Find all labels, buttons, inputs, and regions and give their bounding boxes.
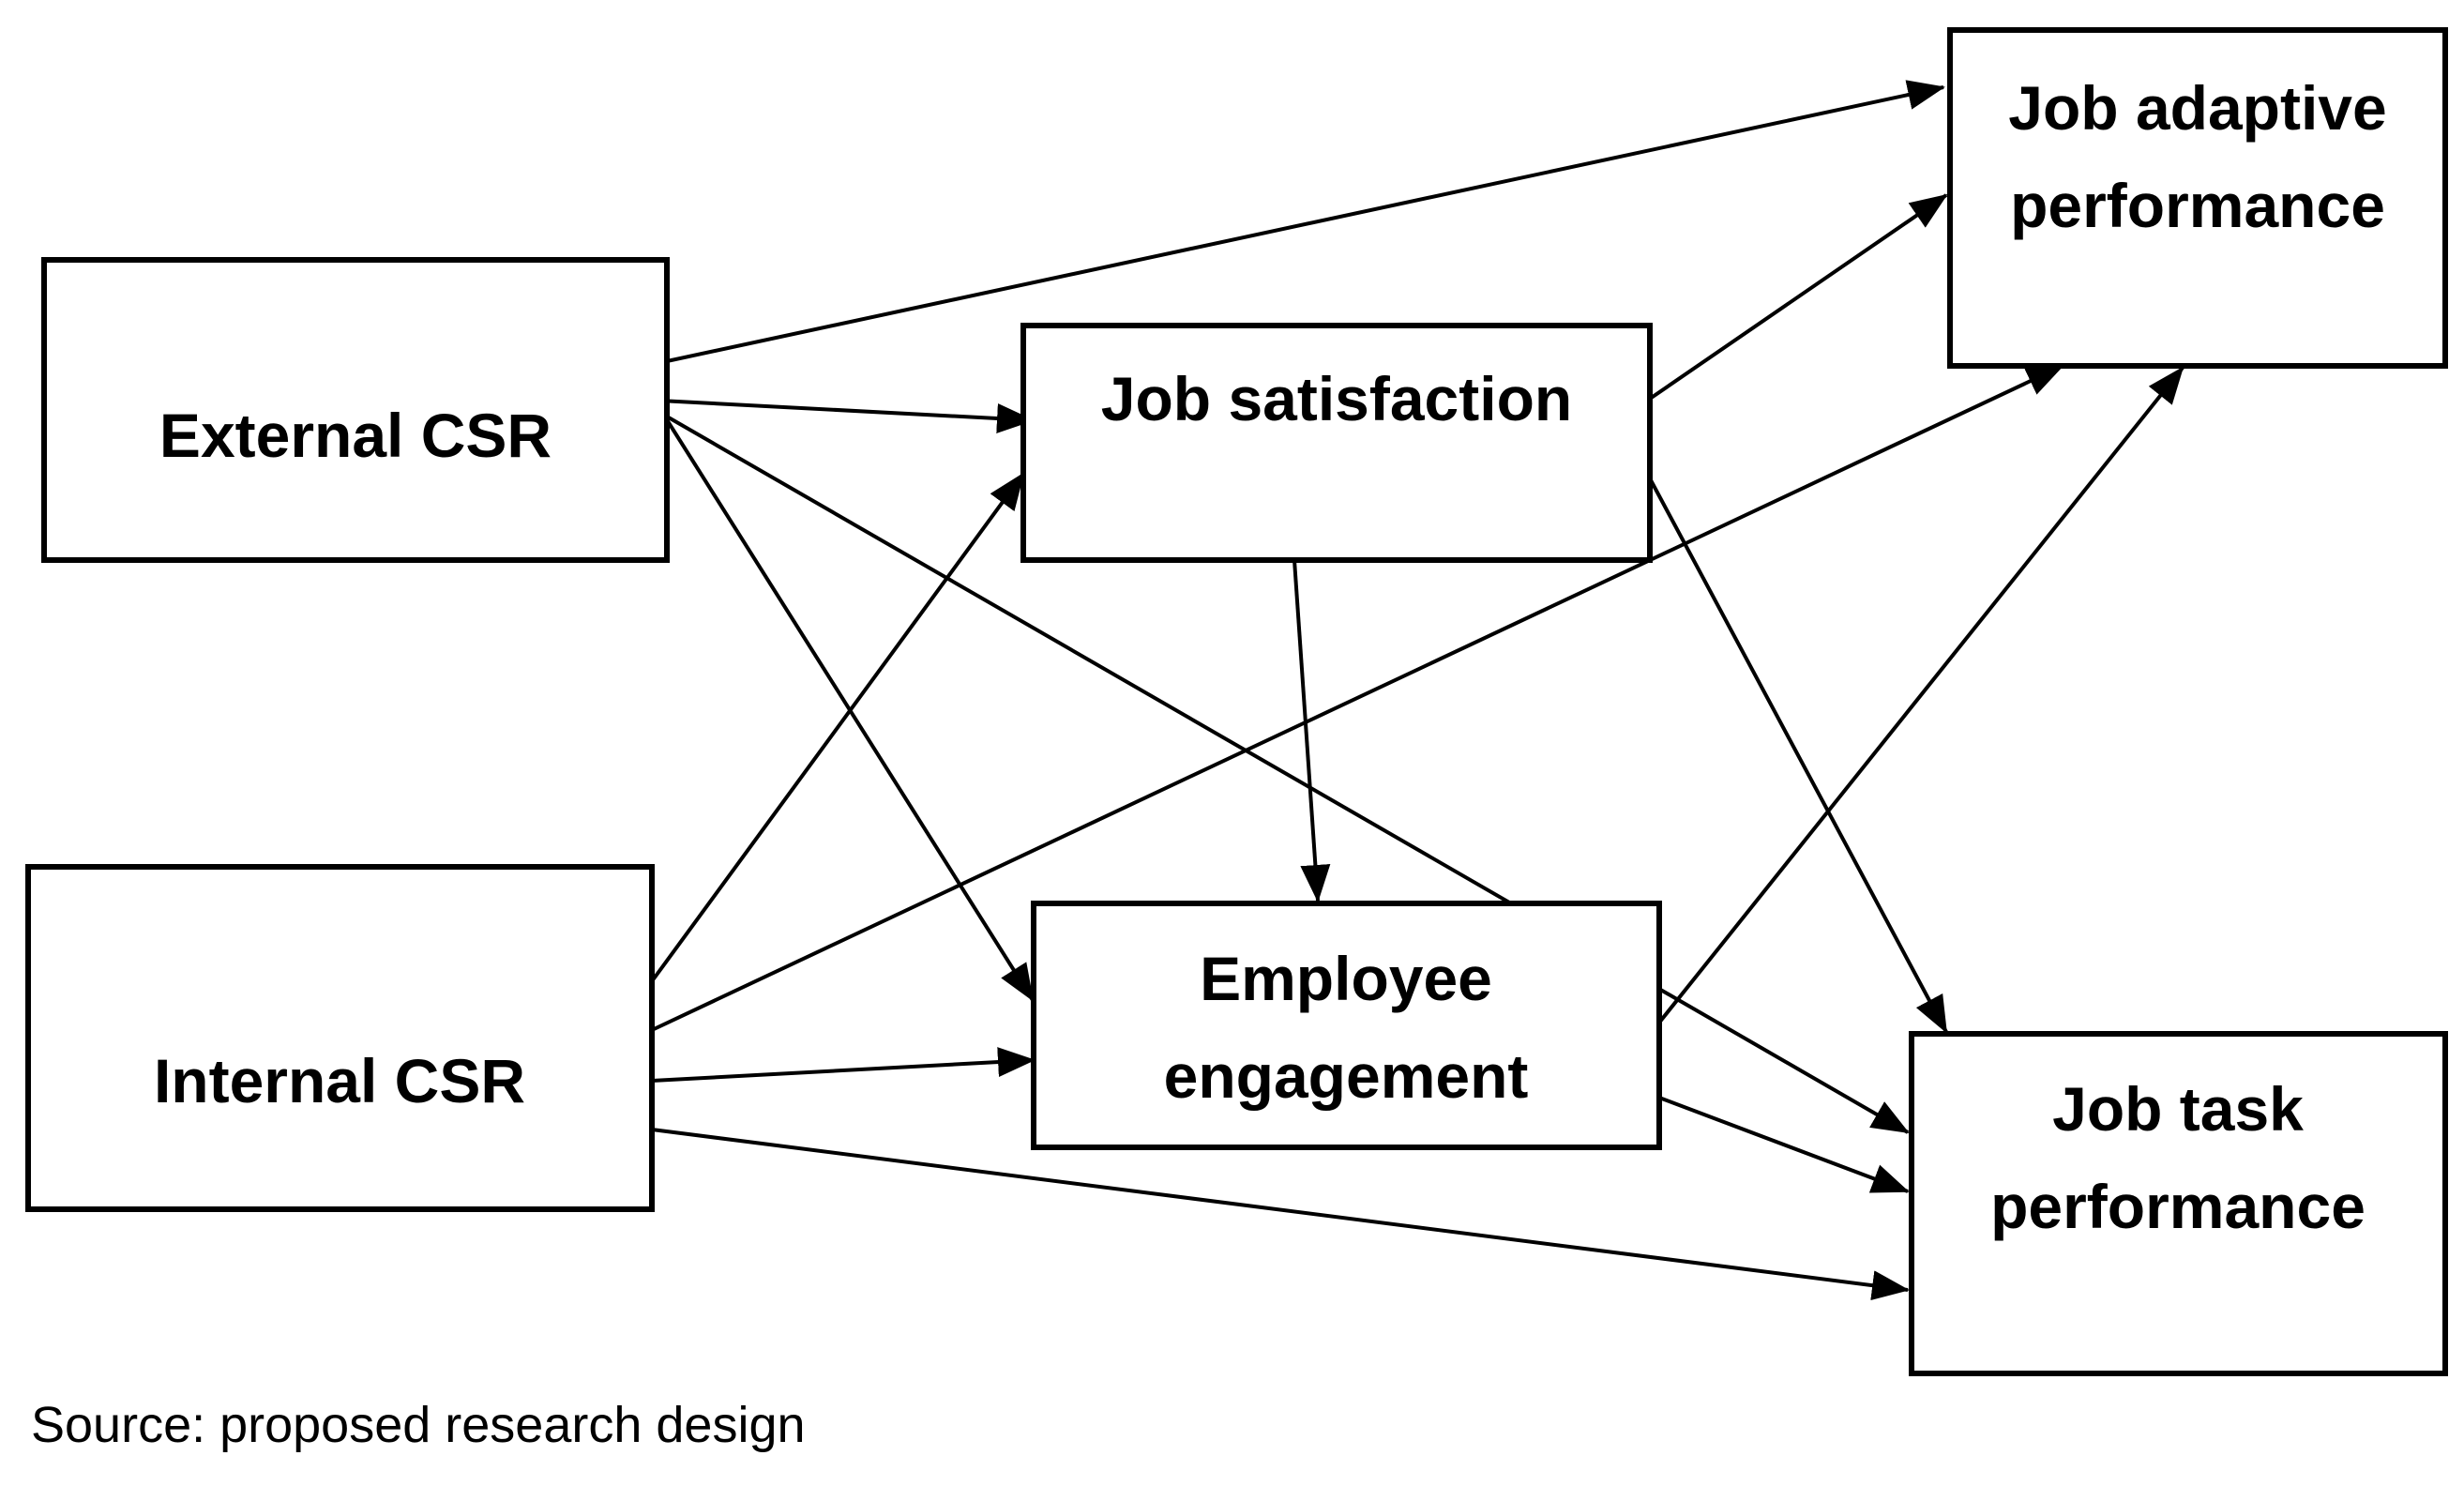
node-job-satisfaction: Job satisfaction xyxy=(1020,323,1653,563)
arrow-external-csr-to-job-task-performance xyxy=(666,415,1910,1134)
arrow-internal-csr-to-employee-engagement xyxy=(651,1047,1035,1083)
arrow-internal-csr-to-job-satisfaction xyxy=(650,472,1025,983)
node-employee-engagement: Employee engagement xyxy=(1031,901,1662,1150)
node-job-adaptive-performance: Job adaptive performance xyxy=(1947,27,2448,369)
node-external-csr-label: External CSR xyxy=(159,401,552,470)
arrow-employee-engagement-to-job-task-performance xyxy=(1658,1096,1910,1193)
node-external-csr: External CSR xyxy=(41,257,670,563)
node-employee-engagement-label-line2: engagement xyxy=(1164,1041,1529,1111)
arrow-internal-csr-to-job-adaptive-performance xyxy=(651,364,2064,1032)
arrow-external-csr-to-employee-engagement xyxy=(659,409,1035,1002)
arrow-internal-csr-to-job-task-performance xyxy=(651,1128,1910,1301)
node-internal-csr: Internal CSR xyxy=(25,864,655,1212)
node-internal-csr-label: Internal CSR xyxy=(154,1046,525,1115)
arrow-external-csr-to-job-satisfaction xyxy=(658,399,1035,433)
node-job-task-performance-label-line2: performance xyxy=(1990,1172,2366,1241)
arrow-job-satisfaction-to-job-task-performance xyxy=(1648,478,1948,1034)
arrow-job-satisfaction-to-job-adaptive-performance xyxy=(1648,193,1948,401)
node-job-adaptive-performance-label-line2: performance xyxy=(2010,171,2385,240)
node-job-task-performance: Job task performance xyxy=(1909,1031,2448,1376)
node-job-task-performance-label-line1: Job task xyxy=(2052,1074,2304,1144)
figure-source-caption: Source: proposed research design xyxy=(31,1397,806,1453)
arrow-job-satisfaction-to-employee-engagement xyxy=(1292,559,1331,902)
edges-layer xyxy=(650,80,2184,1301)
arrow-external-csr-to-job-adaptive-performance xyxy=(666,80,1945,363)
node-job-satisfaction-label: Job satisfaction xyxy=(1101,364,1572,433)
node-job-adaptive-performance-label-line1: Job adaptive xyxy=(2008,73,2386,143)
arrow-employee-engagement-to-job-adaptive-performance xyxy=(1657,366,2184,1024)
node-employee-engagement-label-line1: Employee xyxy=(1200,944,1492,1013)
